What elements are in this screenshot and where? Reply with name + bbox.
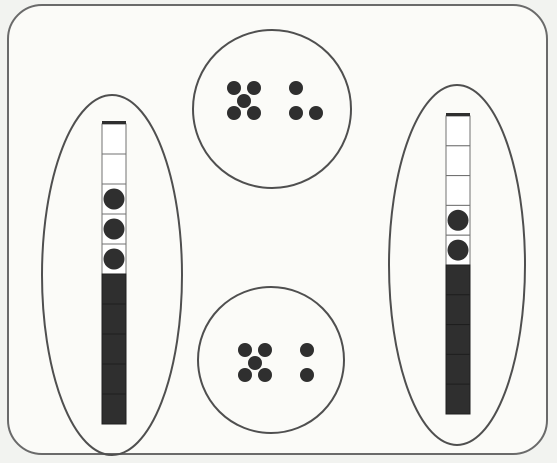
dot <box>309 106 323 120</box>
dot <box>300 368 314 382</box>
dot <box>238 368 252 382</box>
dot <box>248 356 262 370</box>
counter-dot <box>104 249 125 270</box>
bar-cell <box>446 176 470 206</box>
filled-cell <box>446 325 470 355</box>
bar-cell <box>102 124 126 154</box>
counter-dot <box>104 219 125 240</box>
dot <box>227 81 241 95</box>
bar-cap <box>446 113 470 116</box>
right-ten-bar <box>446 113 470 414</box>
dot <box>289 106 303 120</box>
bar-cap <box>102 121 126 124</box>
dot <box>258 343 272 357</box>
filled-cell <box>102 334 126 364</box>
dot <box>227 106 241 120</box>
bar-cell <box>446 116 470 146</box>
filled-cell <box>446 384 470 414</box>
counter-dot <box>104 189 125 210</box>
filled-cell <box>102 364 126 394</box>
dot <box>247 81 261 95</box>
bar-cell <box>102 154 126 184</box>
dot <box>300 343 314 357</box>
filled-cell <box>102 304 126 334</box>
filled-cell <box>102 274 126 304</box>
bar-cell <box>446 146 470 176</box>
dot <box>289 81 303 95</box>
filled-cell <box>102 394 126 424</box>
filled-cell <box>446 354 470 384</box>
dot <box>238 343 252 357</box>
left-ten-bar <box>102 121 126 424</box>
counter-dot <box>448 210 469 231</box>
dot <box>247 106 261 120</box>
filled-cell <box>446 295 470 325</box>
dot <box>258 368 272 382</box>
counter-dot <box>448 240 469 261</box>
filled-cell <box>446 265 470 295</box>
dot <box>237 94 251 108</box>
